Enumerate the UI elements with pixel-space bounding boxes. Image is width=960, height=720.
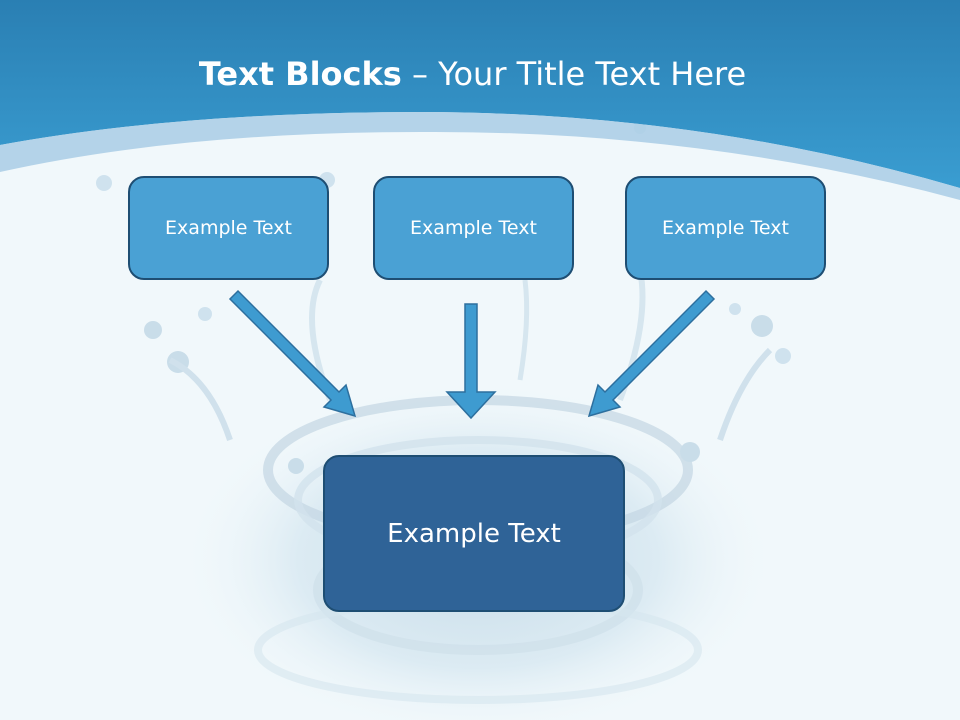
text-block-center: Example Text xyxy=(323,455,625,612)
text-block-left-label: Example Text xyxy=(165,217,292,239)
slide-title: Text Blocks – Your Title Text Here xyxy=(0,52,945,96)
text-block-right-label: Example Text xyxy=(662,217,789,239)
header-band xyxy=(0,0,960,188)
text-block-middle: Example Text xyxy=(373,176,574,280)
text-block-middle-label: Example Text xyxy=(410,217,537,239)
title-dash: – xyxy=(411,55,428,93)
title-bold: Text Blocks xyxy=(198,55,402,93)
text-block-right: Example Text xyxy=(625,176,826,280)
header-swoosh xyxy=(0,112,960,200)
text-block-center-label: Example Text xyxy=(387,518,561,549)
text-block-left: Example Text xyxy=(128,176,329,280)
title-rest: Your Title Text Here xyxy=(438,55,747,93)
